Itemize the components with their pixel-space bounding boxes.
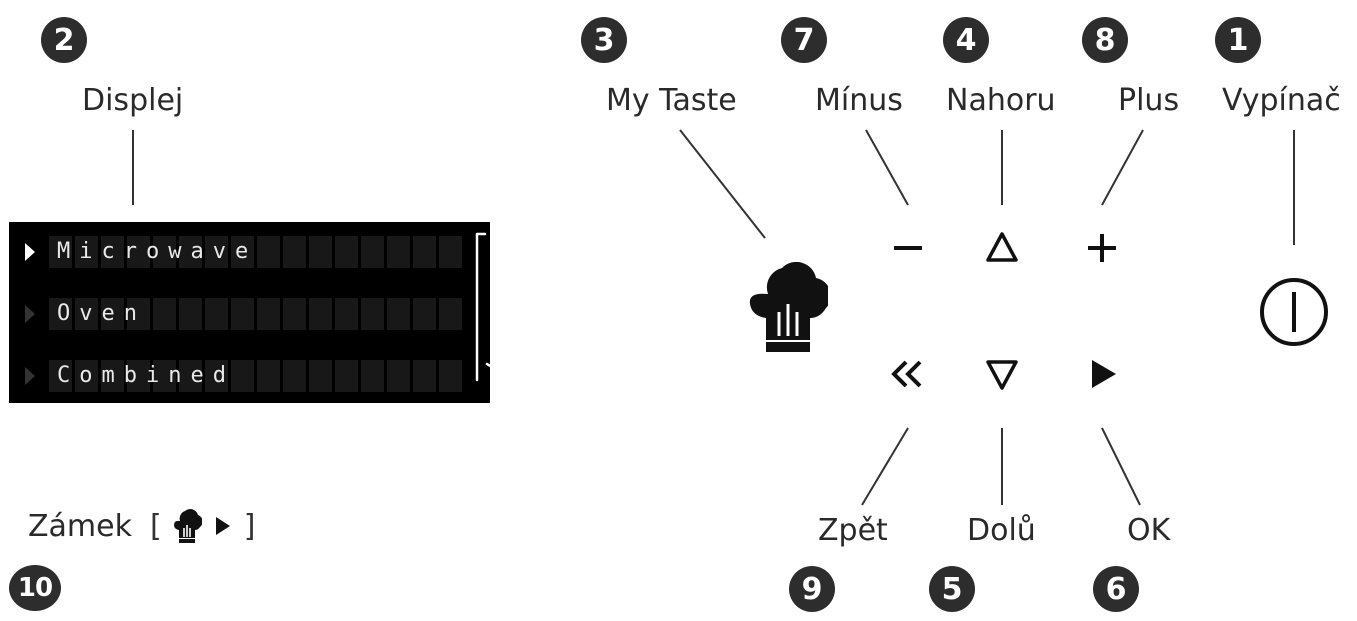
mytaste-button[interactable]: [748, 262, 828, 354]
chef-hat-icon: [749, 262, 828, 352]
down-button[interactable]: [980, 352, 1024, 396]
touch-hand-icon: [649, 289, 674, 327]
label-ok: OK: [1127, 513, 1171, 548]
play-icon: [1092, 360, 1116, 388]
selection-arrow-icon: [25, 305, 35, 323]
label-display: Displej: [82, 83, 184, 118]
bracket-open: [: [150, 508, 162, 544]
callout-number-mytaste: 3: [581, 17, 627, 63]
callout-number-back: 9: [789, 566, 835, 612]
menu-item-label: Combined: [57, 363, 235, 388]
selection-arrow-icon: [25, 243, 35, 261]
label-power: Vypínač: [1222, 83, 1341, 118]
plus-button[interactable]: [1080, 226, 1124, 270]
power-icon: [1260, 278, 1328, 346]
lock-combo: Zámek [ ]: [28, 508, 255, 544]
defrost-drop-icon: [649, 362, 674, 390]
callout-number-display: 2: [41, 17, 87, 63]
callout-number-lock: 10: [9, 565, 61, 611]
label-up: Nahoru: [946, 83, 1056, 118]
heat-waves-icon: [597, 297, 621, 327]
label-lock: Zámek: [28, 508, 132, 544]
microwave-oven-icon: [475, 232, 565, 382]
chef-hat-icon: [173, 509, 202, 543]
callout-number-down: 5: [929, 566, 975, 612]
label-minus: Mínus: [815, 83, 903, 118]
label-mytaste: My Taste: [606, 83, 737, 118]
ok-button[interactable]: [1080, 352, 1124, 396]
callout-number-minus: 7: [781, 17, 827, 63]
triangle-down-icon: [986, 360, 1018, 390]
label-down: Dolů: [967, 513, 1036, 548]
back-button[interactable]: [886, 352, 930, 396]
power-button[interactable]: [1256, 274, 1332, 350]
callout-number-ok: 6: [1093, 566, 1139, 612]
plus-icon: [1088, 234, 1116, 262]
label-plus: Plus: [1118, 83, 1180, 118]
selection-arrow-icon: [25, 367, 35, 385]
play-icon: [215, 517, 230, 535]
minus-button[interactable]: [888, 228, 928, 268]
label-back: Zpět: [818, 513, 888, 548]
double-chevron-left-icon: [891, 360, 922, 388]
callout-number-up: 4: [943, 17, 989, 63]
callout-number-power: 1: [1215, 17, 1261, 63]
up-button[interactable]: [980, 226, 1024, 270]
menu-item-label: Oven: [57, 301, 146, 326]
minus-icon: [894, 246, 922, 250]
callout-number-plus: 8: [1082, 17, 1128, 63]
bracket-close: ]: [243, 508, 256, 544]
menu-item-label: Microwave: [57, 239, 258, 264]
triangle-up-icon: [986, 232, 1018, 262]
display-panel: Microwave Oven Combined: [9, 222, 674, 403]
